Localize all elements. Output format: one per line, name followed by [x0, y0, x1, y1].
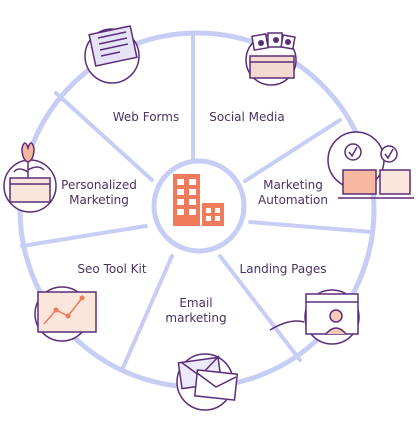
checkmark-cards-icon — [327, 131, 414, 199]
label-social-media: Social Media — [206, 110, 288, 125]
plant-box-icon — [3, 142, 57, 213]
building-icon — [173, 174, 224, 226]
label-line: marketing — [165, 311, 227, 325]
label-line: Automation — [258, 193, 328, 207]
spoke — [248, 220, 374, 234]
label-personalized-marketing: Personalized Marketing — [56, 178, 142, 208]
label-line: Marketing — [69, 193, 129, 207]
label-landing-pages: Landing Pages — [238, 262, 328, 277]
label-marketing-automation: Marketing Automation — [254, 178, 332, 208]
label-line: Web Forms — [112, 110, 180, 124]
label-line: Seo Tool Kit — [77, 262, 147, 276]
label-web-forms: Web Forms — [108, 110, 184, 125]
spoke — [120, 254, 174, 372]
envelopes-icon — [176, 353, 239, 411]
label-seo-tool-kit: Seo Tool Kit — [72, 262, 152, 277]
social-box-icon — [245, 32, 297, 86]
label-line: Landing Pages — [239, 262, 327, 276]
growth-chart-icon — [34, 286, 97, 342]
spoke — [20, 224, 148, 248]
profile-browser-icon — [269, 289, 360, 345]
label-line: Personalized — [61, 178, 137, 192]
document-form-icon — [84, 25, 140, 84]
label-line: Email — [179, 296, 213, 310]
wheel-spokes — [20, 34, 374, 372]
label-email-marketing: Email marketing — [158, 296, 234, 326]
spoke — [54, 91, 154, 182]
label-line: Social Media — [209, 110, 285, 124]
spoke — [243, 118, 342, 183]
label-line: Marketing — [263, 178, 323, 192]
spoke — [218, 254, 302, 362]
